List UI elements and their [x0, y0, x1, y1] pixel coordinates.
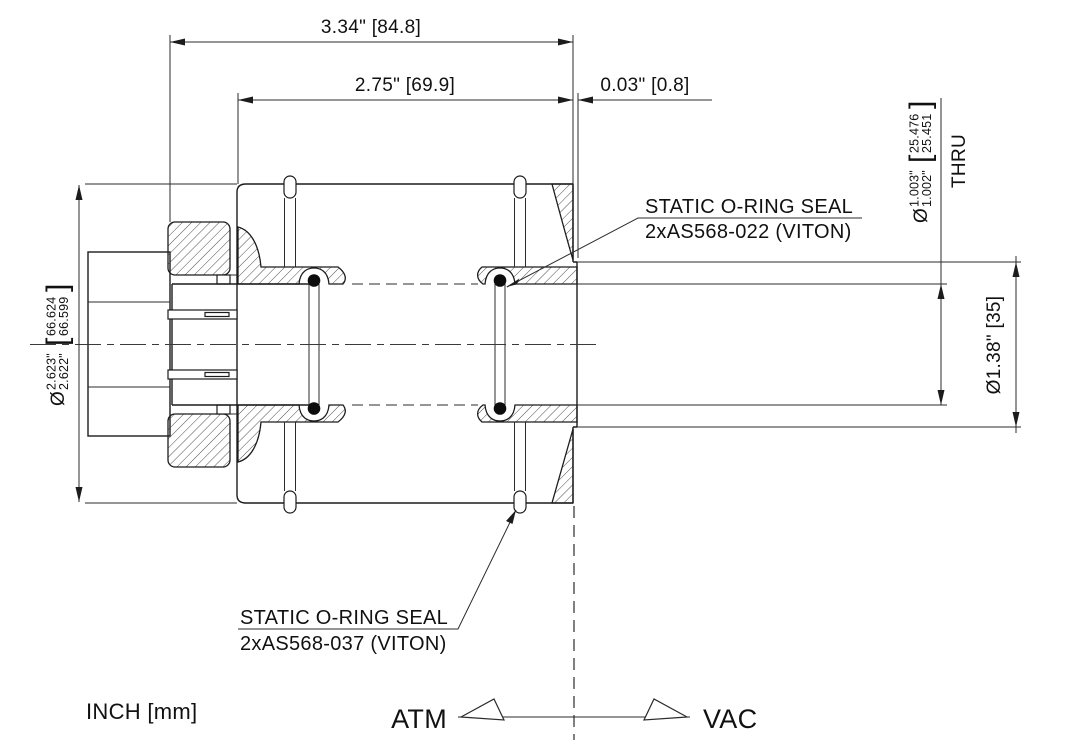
nut-section-top [167, 221, 231, 276]
vac-arrow-icon [643, 698, 690, 721]
dimension-face-offset: 0.03" [0.8] [577, 75, 712, 258]
dim-overall-length-text: 3.34" [84.8] [321, 17, 421, 38]
thread-relief-top [216, 274, 231, 285]
svg-text:25.451: 25.451 [920, 114, 934, 153]
oring-037-cross-section [283, 175, 297, 199]
oring-037-cross-section [283, 490, 297, 514]
svg-text:66.599: 66.599 [57, 297, 71, 336]
oring-022-cross-section [493, 402, 507, 415]
svg-text:]: ] [904, 101, 937, 109]
oring-022-cross-section [493, 274, 507, 287]
callout-od-seal-line2: 2xAS568-037 (VITON) [240, 633, 447, 655]
units-note: INCH [mm] [86, 699, 197, 724]
atm-label: ATM [391, 704, 447, 734]
svg-text:[: [ [904, 154, 937, 163]
flange-hatch-bottom [551, 428, 574, 504]
diameter-symbol: Ø [911, 208, 932, 223]
callout-bore-seal: STATIC O-RING SEAL 2xAS568-022 (VITON) [506, 196, 862, 288]
svg-text:66.624: 66.624 [45, 297, 59, 336]
dim-insert-length-text: 2.75" [69.9] [355, 75, 455, 96]
pin [167, 369, 238, 380]
svg-text:2.622": 2.622" [57, 353, 71, 390]
section-hatch-top-left [237, 226, 346, 285]
dim-face-offset-text: 0.03" [0.8] [600, 75, 689, 96]
callout-od-seal: STATIC O-RING SEAL 2xAS568-037 (VITON) [238, 509, 517, 655]
callout-bore-seal-line1: STATIC O-RING SEAL [645, 196, 853, 218]
oring-022-cross-section [307, 274, 321, 287]
dimension-overall-length: 3.34" [84.8] [169, 17, 574, 222]
dimension-boss-diameter: Ø1.38" [35] [984, 256, 1020, 433]
pin [167, 309, 238, 320]
diameter-symbol: Ø [48, 391, 69, 406]
nut-section-bottom [167, 413, 231, 468]
svg-text:[: [ [41, 337, 74, 346]
svg-text:2.623": 2.623" [45, 353, 59, 390]
atm-arrow-icon [458, 698, 505, 721]
svg-text:]: ] [41, 284, 74, 292]
oring-022-cross-section [307, 402, 321, 415]
dimension-insert-length: 2.75" [69.9] [237, 75, 573, 184]
thread-relief-bottom [216, 404, 231, 415]
plug-shell-ledges [88, 301, 170, 388]
flange-hatch-top [551, 183, 574, 261]
thru-note: THRU [949, 134, 970, 188]
extension-lines-right [577, 261, 1021, 428]
dimension-bore-diameter: Ø 1.003" 1.002" [ 25.476 25.451 ] THRU [904, 98, 970, 405]
section-hatch-bottom-left [237, 404, 346, 463]
atm-vac-indicator: ATM VAC [391, 698, 757, 734]
svg-text:25.476: 25.476 [908, 114, 922, 153]
callout-bore-seal-line2: 2xAS568-022 (VITON) [645, 221, 852, 243]
dim-body-diameter-text: Ø 2.623" 2.622" [ 66.624 66.599 ] [41, 284, 74, 406]
svg-text:1.003": 1.003" [908, 170, 922, 207]
oring-037-cross-section [513, 175, 527, 199]
svg-text:1.002": 1.002" [920, 170, 934, 207]
contact-pins [167, 309, 238, 380]
connector-plug [87, 221, 309, 468]
nut-body-joint [230, 274, 237, 415]
dim-bore-diameter-text: Ø 1.003" 1.002" [ 25.476 25.451 ] [904, 101, 937, 223]
pin-notch [204, 311, 230, 318]
section-hatch-top-right [476, 266, 578, 285]
callout-od-seal-line1: STATIC O-RING SEAL [240, 607, 448, 629]
oring-037-cross-section [513, 490, 527, 514]
od-oring-grooves [283, 175, 527, 514]
dim-boss-diameter-text: Ø1.38" [35] [984, 296, 1005, 395]
pin-notch [204, 371, 230, 378]
dimension-body-diameter: Ø 2.623" 2.622" [ 66.624 66.599 ] [41, 183, 237, 504]
body-outline [236, 183, 574, 504]
vac-label: VAC [703, 704, 757, 734]
section-hatch-bottom-right [476, 404, 578, 423]
